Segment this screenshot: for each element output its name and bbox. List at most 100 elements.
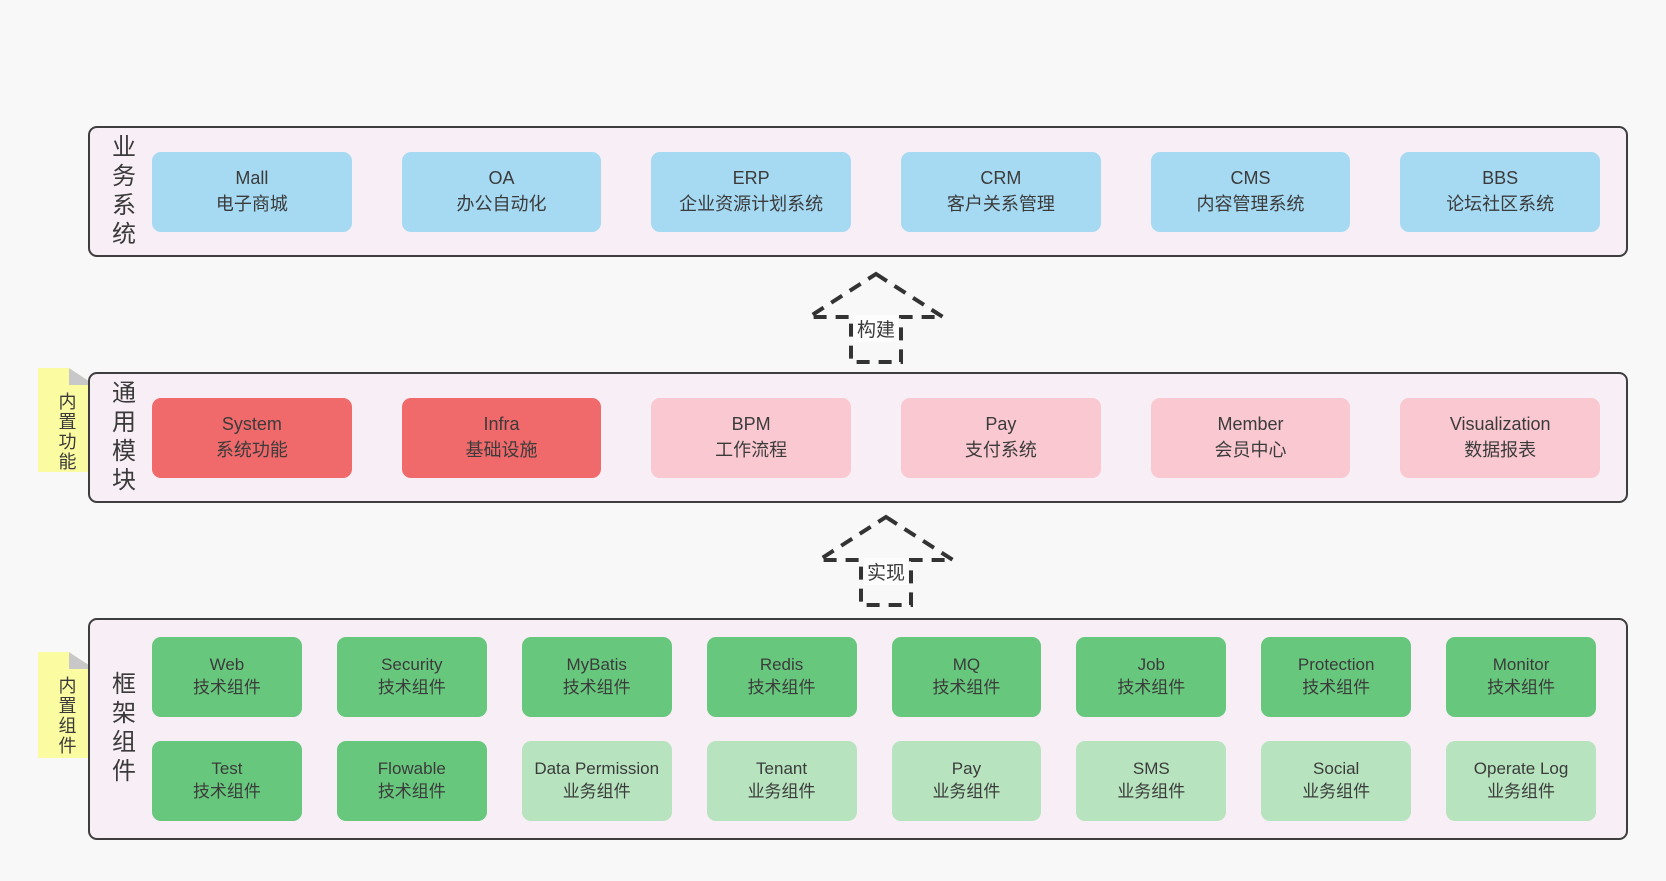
box-desc: 技术组件 [1302, 678, 1371, 697]
box-desc: 业务组件 [932, 782, 1001, 801]
box-protection: Protection 技术组件 [1261, 637, 1412, 717]
box-desc: 企业资源计划系统 [679, 193, 824, 214]
box-desc: 论坛社区系统 [1446, 193, 1555, 214]
panel-title: 框架组件 [107, 671, 135, 787]
box-name: MQ [952, 655, 981, 675]
sticky-note-label: 内置组件 [56, 676, 77, 756]
box-oa: OA 办公自动化 [401, 151, 602, 232]
implement-arrow-label: 实现 [863, 558, 909, 585]
box-desc: 技术组件 [192, 782, 261, 801]
box-name: Protection [1297, 655, 1375, 675]
box-name: Test [211, 759, 243, 779]
box-desc: 业务组件 [1302, 782, 1371, 801]
panel-title: 通用模块 [107, 379, 135, 496]
business-boxes-row: Mall 电子商城 OA 办公自动化 ERP 企业资源计划系统 CRM 客户关系… [152, 128, 1626, 255]
box-name: Visualization [1449, 414, 1551, 435]
box-desc: 支付系统 [964, 439, 1037, 460]
box-name: Social [1313, 759, 1360, 779]
box-name: Monitor [1492, 655, 1550, 675]
box-name: Web [209, 655, 245, 675]
box-name: Data Permission [534, 759, 660, 779]
implement-arrow: 实现 [816, 514, 956, 608]
box-desc: 系统功能 [215, 439, 288, 460]
box-name: System [221, 414, 282, 435]
box-desc: 业务组件 [1487, 782, 1556, 801]
box-desc: 业务组件 [747, 782, 816, 801]
sticky-note-built-in-components: 内置组件 [38, 652, 95, 758]
box-crm: CRM 客户关系管理 [901, 151, 1101, 232]
box-desc: 技术组件 [932, 678, 1001, 697]
box-desc: 技术组件 [377, 678, 446, 697]
box-operate-log: Operate Log 业务组件 [1446, 741, 1596, 821]
box-name: CMS [1230, 168, 1271, 189]
box-desc: 内容管理系统 [1196, 193, 1305, 214]
sticky-note-label: 内置功能 [56, 392, 77, 472]
build-arrow-label: 构建 [853, 315, 899, 342]
box-desc: 技术组件 [562, 678, 631, 697]
box-desc: 会员中心 [1214, 439, 1287, 460]
box-flowable: Flowable 技术组件 [336, 741, 487, 821]
dashed-up-arrow-icon [816, 514, 956, 607]
box-name: CRM [980, 168, 1022, 189]
business-systems-panel: 业务系统 Mall 电子商城 OA 办公自动化 ERP 企业资源计划系统 CRM… [88, 126, 1628, 257]
box-name: Flowable [377, 759, 446, 779]
framework-components-panel: 框架组件 Web 技术组件 Security 技术组件 MyBatis 技术组件… [88, 618, 1628, 840]
box-desc: 工作流程 [715, 439, 788, 460]
box-pay-biz: Pay 业务组件 [891, 741, 1042, 821]
box-name: BPM [731, 414, 771, 435]
box-cms: CMS 内容管理系统 [1150, 151, 1351, 232]
box-name: Tenant [756, 759, 808, 779]
box-desc: 数据报表 [1464, 439, 1537, 460]
box-desc: 办公自动化 [456, 193, 547, 214]
box-name: Pay [951, 759, 982, 779]
panel-label-business: 业务系统 [90, 128, 152, 255]
sticky-note-built-in-features: 内置功能 [38, 368, 95, 472]
panel-label-framework: 框架组件 [90, 620, 152, 838]
box-sms: SMS 业务组件 [1076, 741, 1227, 821]
box-desc: 业务组件 [562, 782, 631, 801]
build-arrow: 构建 [806, 271, 946, 365]
box-system: System 系统功能 [152, 397, 352, 478]
box-monitor: Monitor 技术组件 [1446, 637, 1596, 717]
box-tenant: Tenant 业务组件 [706, 741, 857, 821]
box-mq: MQ 技术组件 [891, 637, 1042, 717]
common-modules-panel: 通用模块 System 系统功能 Infra 基础设施 BPM 工作流程 Pay… [88, 372, 1628, 503]
modules-boxes-row: System 系统功能 Infra 基础设施 BPM 工作流程 Pay 支付系统… [152, 374, 1626, 501]
box-desc: 技术组件 [377, 782, 446, 801]
box-data-permission: Data Permission 业务组件 [521, 741, 672, 821]
box-desc: 基础设施 [465, 439, 538, 460]
box-pay: Pay 支付系统 [901, 397, 1101, 478]
box-name: BBS [1482, 168, 1519, 189]
box-name: Mall [235, 168, 269, 189]
panel-label-modules: 通用模块 [90, 374, 152, 501]
box-name: Member [1217, 414, 1284, 435]
box-name: OA [488, 168, 515, 189]
box-job: Job 技术组件 [1076, 637, 1227, 717]
box-web: Web 技术组件 [152, 637, 302, 717]
box-social: Social 业务组件 [1261, 741, 1412, 821]
box-desc: 技术组件 [747, 678, 816, 697]
framework-row-2: Test 技术组件 Flowable 技术组件 Data Permission … [152, 741, 1596, 821]
box-name: Infra [483, 414, 520, 435]
framework-row-1: Web 技术组件 Security 技术组件 MyBatis 技术组件 Redi… [152, 637, 1596, 717]
box-name: SMS [1132, 759, 1170, 779]
box-erp: ERP 企业资源计划系统 [651, 151, 852, 232]
box-name: Operate Log [1473, 759, 1569, 779]
box-bbs: BBS 论坛社区系统 [1400, 151, 1601, 232]
box-desc: 技术组件 [1117, 678, 1186, 697]
box-name: Pay [985, 414, 1017, 435]
box-member: Member 会员中心 [1150, 397, 1351, 478]
box-visualization: Visualization 数据报表 [1400, 397, 1601, 478]
dashed-up-arrow-icon [806, 271, 946, 364]
box-desc: 客户关系管理 [946, 193, 1055, 214]
box-name: Job [1137, 655, 1166, 675]
box-desc: 电子商城 [215, 193, 288, 214]
box-name: ERP [732, 168, 770, 189]
box-name: Redis [759, 655, 804, 675]
box-security: Security 技术组件 [336, 637, 487, 717]
box-desc: 技术组件 [1487, 678, 1556, 697]
panel-title: 业务系统 [107, 133, 135, 250]
box-mybatis: MyBatis 技术组件 [521, 637, 672, 717]
box-bpm: BPM 工作流程 [651, 397, 852, 478]
